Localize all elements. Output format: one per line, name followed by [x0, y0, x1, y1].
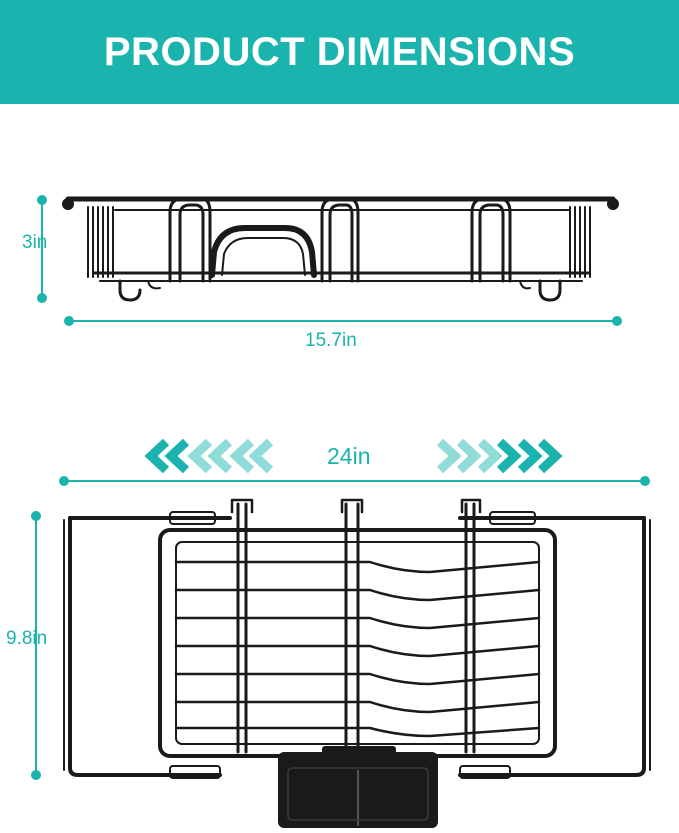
drain-tray	[278, 746, 438, 828]
height-label: 3in	[22, 232, 48, 253]
page-title: PRODUCT DIMENSIONS	[103, 29, 576, 74]
arrows-right-icon	[436, 438, 563, 474]
width-label: 15.7in	[305, 330, 357, 351]
depth-dimension-line	[31, 511, 41, 780]
rack-side-view	[62, 196, 619, 302]
title-banner: PRODUCT DIMENSIONS	[0, 0, 679, 104]
arrows-left-icon	[144, 438, 274, 474]
depth-label: 9.8in	[6, 628, 48, 649]
rack-top-view	[63, 498, 651, 779]
width-dimension-line	[64, 316, 622, 326]
height-dimension-line	[37, 195, 47, 303]
expanded-width-label: 24in	[327, 443, 371, 469]
expanded-width-dimension-line	[59, 476, 650, 486]
